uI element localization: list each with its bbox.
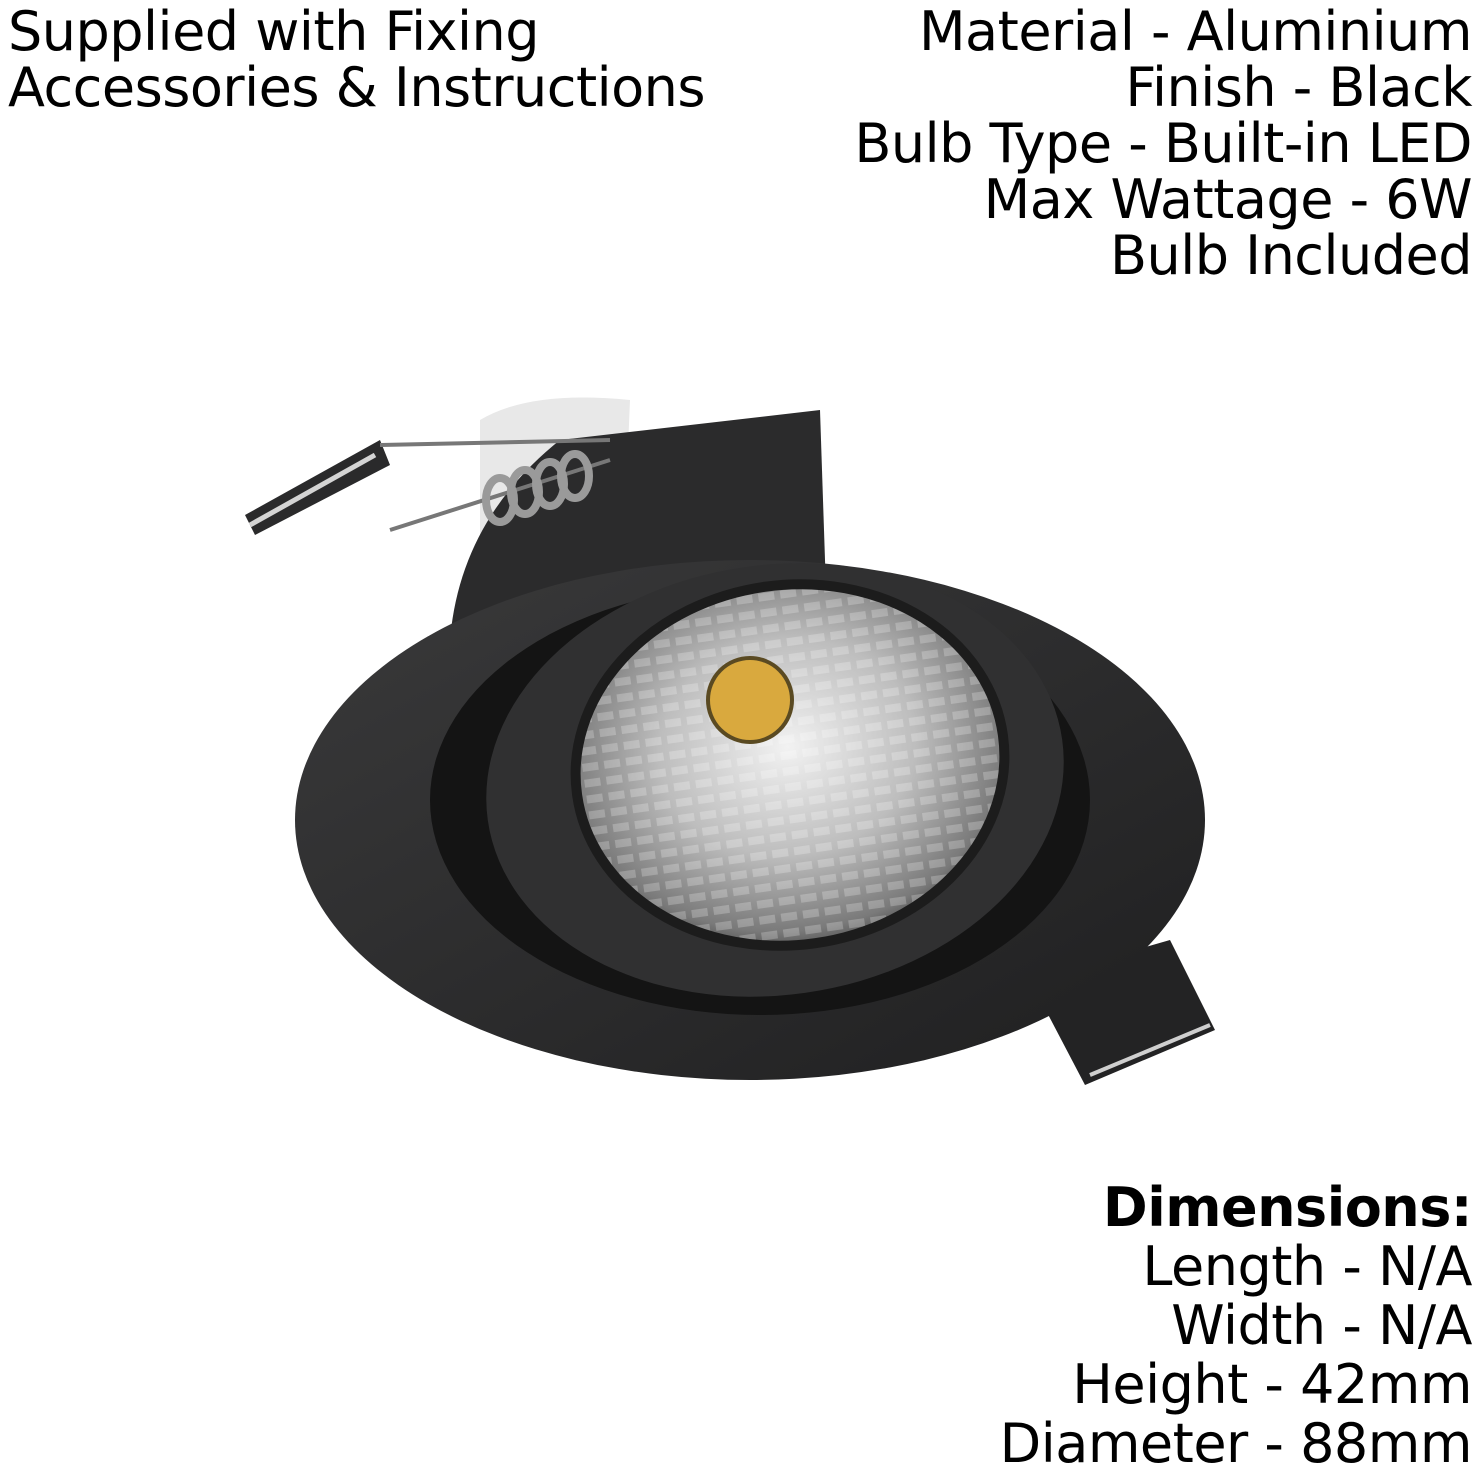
supplied-note: Supplied with Fixing Accessories & Instr… <box>8 0 706 119</box>
dimensions-list: Dimensions: Length - N/A Width - N/A Hei… <box>999 1176 1473 1475</box>
supplied-line-2: Accessories & Instructions <box>8 56 706 119</box>
spec-max-wattage: Max Wattage - 6W <box>983 168 1473 231</box>
dimensions-heading: Dimensions: <box>1102 1176 1473 1239</box>
spring-clip <box>245 438 611 535</box>
recessed-spotlight-image <box>245 397 1215 1085</box>
dimension-width: Width - N/A <box>1171 1294 1472 1357</box>
dimension-height: Height - 42mm <box>1072 1353 1472 1416</box>
supplied-line-1: Supplied with Fixing <box>8 0 540 63</box>
spec-finish: Finish - Black <box>1125 56 1472 119</box>
dimension-length: Length - N/A <box>1142 1235 1472 1298</box>
led-chip <box>706 656 794 744</box>
spec-bulb-included: Bulb Included <box>1109 224 1473 287</box>
spec-bulb-type: Bulb Type - Built-in LED <box>854 112 1472 175</box>
dimension-diameter: Diameter - 88mm <box>999 1412 1473 1475</box>
spec-list: Material - Aluminium Finish - Black Bulb… <box>854 4 1472 284</box>
spec-material: Material - Aluminium <box>918 0 1473 63</box>
